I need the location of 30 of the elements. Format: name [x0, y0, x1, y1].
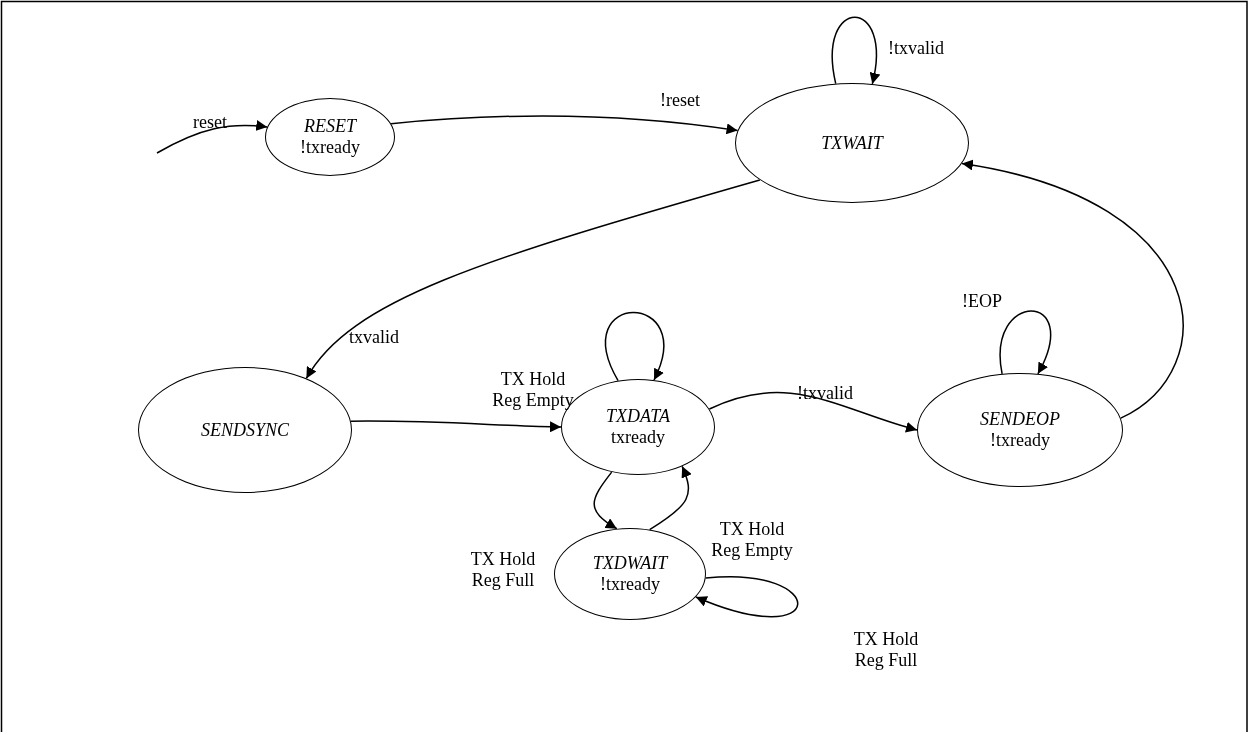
state-name: SENDEOP: [980, 409, 1060, 430]
state-name: TXWAIT: [821, 132, 883, 154]
transition-arrow: [593, 471, 618, 530]
edge-label: TX Hold Reg Full: [852, 629, 920, 671]
transition-arrow: [999, 310, 1052, 375]
edge-label: txvalid: [348, 326, 400, 348]
state-output: txready: [611, 427, 665, 448]
state-name: TXDWAIT: [592, 553, 668, 574]
state-name: RESET: [304, 116, 356, 137]
edge-label: !txvalid: [887, 37, 945, 59]
edge-label: !EOP: [961, 290, 1003, 312]
transition-arrow: [831, 16, 880, 85]
transition-arrow: [961, 160, 1183, 419]
edge-label: reset: [192, 111, 228, 133]
edge-label: !reset: [659, 89, 701, 111]
edge-label: !txvalid: [796, 382, 854, 404]
state-output: !txready: [300, 137, 360, 158]
transition-arrow: [695, 576, 799, 618]
transition-arrow: [390, 115, 739, 135]
transition-arrow: [305, 179, 761, 380]
transition-arrow: [708, 391, 918, 433]
edge-label: TX Hold Reg Empty: [710, 519, 794, 561]
edge-label: TX Hold Reg Full: [469, 549, 537, 591]
state-output: !txready: [600, 574, 660, 595]
state-output: !txready: [990, 430, 1050, 451]
transition-arrow: [350, 420, 562, 433]
transition-arrow: [156, 120, 268, 154]
edge-label: TX Hold Reg Empty: [491, 369, 575, 411]
state-name: SENDSYNC: [201, 419, 289, 441]
state-name: TXDATA: [606, 406, 670, 427]
